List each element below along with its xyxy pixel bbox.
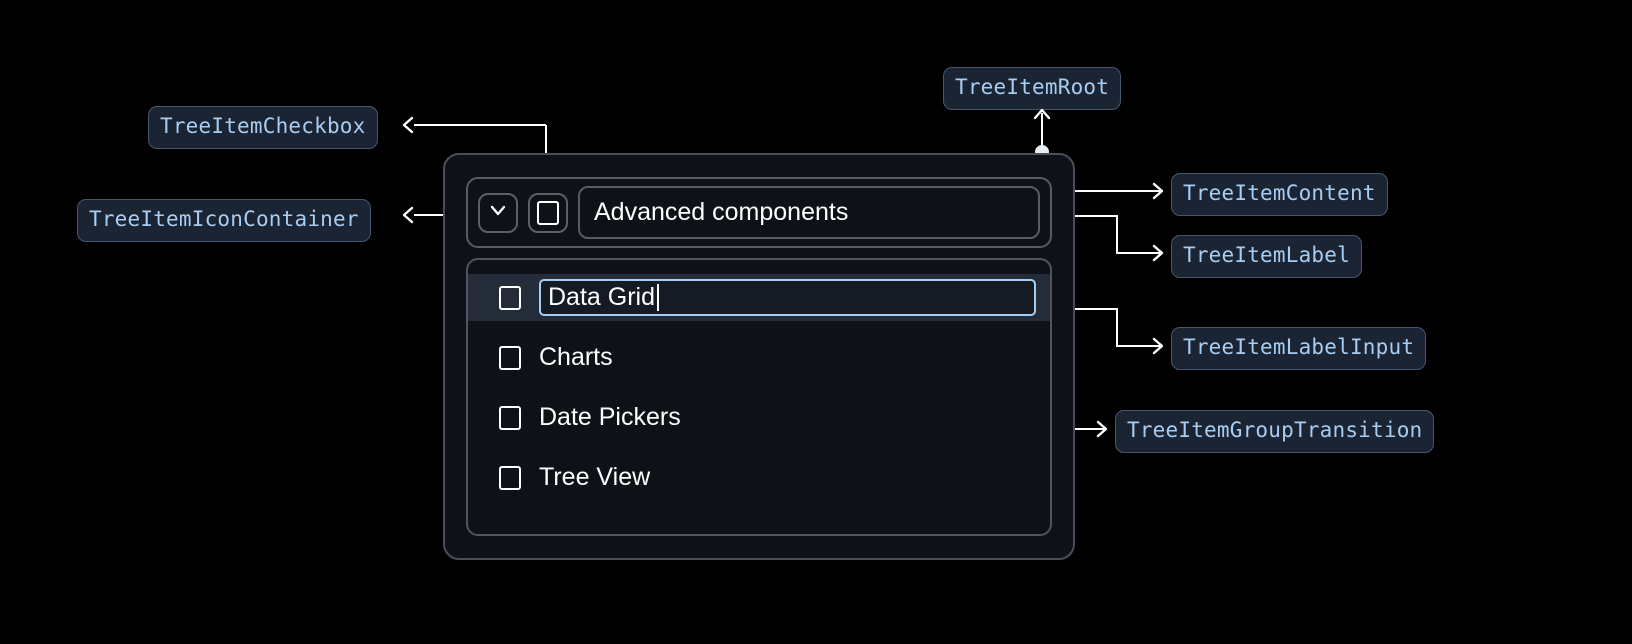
tree-item-label-text: Tree View <box>539 463 651 491</box>
checkbox-unchecked-icon[interactable] <box>499 465 521 490</box>
annotation-tree-item-label-input: TreeItemLabelInput <box>1171 327 1427 370</box>
connector-label-h2 <box>1116 252 1162 254</box>
annotation-tree-item-root: TreeItemRoot <box>943 67 1122 110</box>
connector-group-transition <box>1058 428 1106 430</box>
text-caret <box>656 284 659 311</box>
annotation-tree-item-group-transition: TreeItemGroupTransition <box>1115 410 1435 453</box>
tree-item-content[interactable]: Advanced components <box>466 177 1052 248</box>
checkbox-unchecked-icon <box>537 200 559 225</box>
connector-root-vertical <box>1041 113 1043 155</box>
arrowhead-icon-container <box>400 205 420 225</box>
connector-label-input-v <box>1116 308 1118 347</box>
tree-item-label-text: Charts <box>539 343 613 371</box>
tree-item-label-text: Advanced components <box>594 198 849 226</box>
connector-content <box>1052 190 1162 192</box>
tree-item-icon-container[interactable] <box>478 192 518 233</box>
tree-item-checkbox[interactable] <box>528 192 568 233</box>
annotation-tree-item-checkbox: TreeItemCheckbox <box>148 106 378 149</box>
tree-item-label-text: Date Pickers <box>539 403 681 431</box>
tree-item-child-date-pickers[interactable]: Date Pickers <box>468 394 1050 441</box>
arrowhead-root <box>1032 106 1052 126</box>
checkbox-unchecked-icon[interactable] <box>499 405 521 430</box>
tree-item-group-transition: Data Grid Charts Date Pickers Tree View <box>466 258 1052 536</box>
annotation-tree-item-label: TreeItemLabel <box>1171 235 1362 278</box>
connector-label-v <box>1116 215 1118 254</box>
arrowhead-label <box>1146 243 1166 263</box>
arrowhead-label-input <box>1146 336 1166 356</box>
arrowhead-checkbox <box>400 115 420 135</box>
tree-item-label-input-value: Data Grid <box>548 283 655 311</box>
checkbox-unchecked-icon[interactable] <box>499 285 521 310</box>
connector-label-input-h1 <box>1046 308 1118 310</box>
connector-label-input-h2 <box>1116 345 1162 347</box>
chevron-down-icon <box>486 198 510 227</box>
tree-item-child-data-grid[interactable]: Data Grid <box>468 274 1050 321</box>
tree-item-label[interactable]: Advanced components <box>578 186 1040 239</box>
arrowhead-group-transition <box>1090 419 1110 439</box>
tree-item-child-charts[interactable]: Charts <box>468 334 1050 381</box>
tree-item-label-input[interactable]: Data Grid <box>539 279 1036 316</box>
checkbox-unchecked-icon[interactable] <box>499 345 521 370</box>
connector-label-h1 <box>1046 215 1118 217</box>
connector-checkbox-horizontal <box>414 124 546 126</box>
arrowhead-content <box>1146 181 1166 201</box>
tree-item-child-tree-view[interactable]: Tree View <box>468 454 1050 501</box>
annotation-tree-item-content: TreeItemContent <box>1171 173 1388 216</box>
annotation-tree-item-icon-container: TreeItemIconContainer <box>77 199 371 242</box>
